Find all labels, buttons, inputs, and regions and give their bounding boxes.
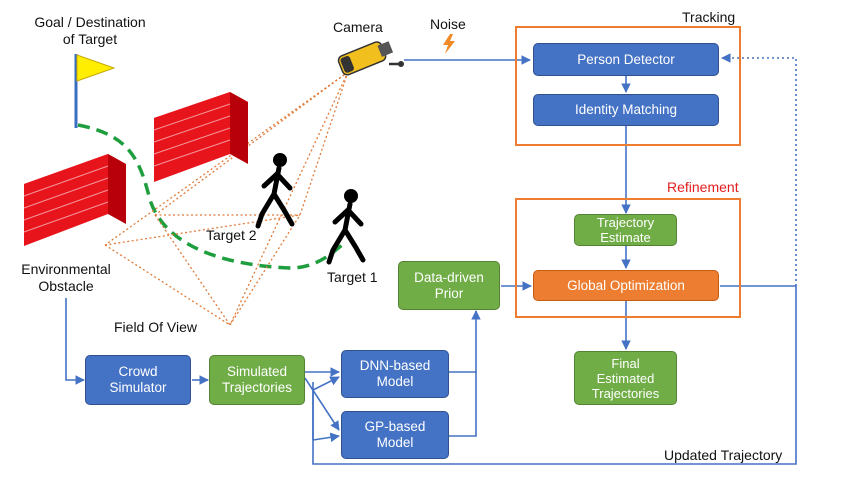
refinement-label: Refinement bbox=[667, 179, 739, 195]
goal-label: Goal / Destination of Target bbox=[34, 14, 146, 47]
field-of-view-lines bbox=[104, 71, 349, 326]
tracking-frame bbox=[515, 26, 741, 146]
brick-wall-icon bbox=[23, 154, 126, 246]
camera-icon bbox=[337, 41, 404, 76]
simulated-trajectories-box: Simulated Trajectories bbox=[209, 355, 305, 405]
crowd-simulator-box: Crowd Simulator bbox=[85, 355, 191, 405]
noise-label: Noise bbox=[430, 16, 466, 32]
target1-label: Target 1 bbox=[327, 269, 378, 285]
simtraj-to-models-arrows bbox=[304, 367, 340, 443]
tracking-label: Tracking bbox=[682, 9, 736, 25]
target2-label: Target 2 bbox=[206, 227, 257, 243]
models-to-prior-arrow bbox=[449, 310, 481, 373]
environmental-obstacle-label: Environmental Obstacle bbox=[21, 261, 111, 294]
refinement-frame bbox=[515, 198, 741, 318]
data-driven-prior-box: Data-driven Prior bbox=[398, 261, 500, 310]
walking-person-icon bbox=[255, 153, 295, 229]
camera-label: Camera bbox=[333, 19, 383, 35]
updated-trajectory-label: Updated Trajectory bbox=[664, 447, 783, 463]
final-estimated-trajectories-box: Final Estimated Trajectories bbox=[574, 351, 677, 405]
target-path bbox=[77, 123, 344, 270]
person-detector-box: Person Detector bbox=[533, 43, 719, 76]
obstacle-to-simulator-arrow bbox=[65, 298, 85, 385]
gp-model-box: GP-based Model bbox=[341, 411, 449, 459]
brick-wall-icon bbox=[153, 92, 248, 182]
identity-matching-box: Identity Matching bbox=[533, 94, 719, 126]
feedback-dotted-line bbox=[721, 53, 797, 286]
lightning-icon bbox=[443, 34, 455, 54]
trajectory-estimate-box: Trajectory Estimate bbox=[574, 214, 677, 246]
field-of-view-label: Field Of View bbox=[114, 319, 197, 335]
flag-icon bbox=[74, 54, 116, 128]
dnn-model-box: DNN-based Model bbox=[341, 350, 449, 398]
walking-person-icon bbox=[326, 189, 366, 265]
global-optimization-box: Global Optimization bbox=[533, 270, 719, 301]
gp-to-prior-line bbox=[449, 372, 477, 437]
